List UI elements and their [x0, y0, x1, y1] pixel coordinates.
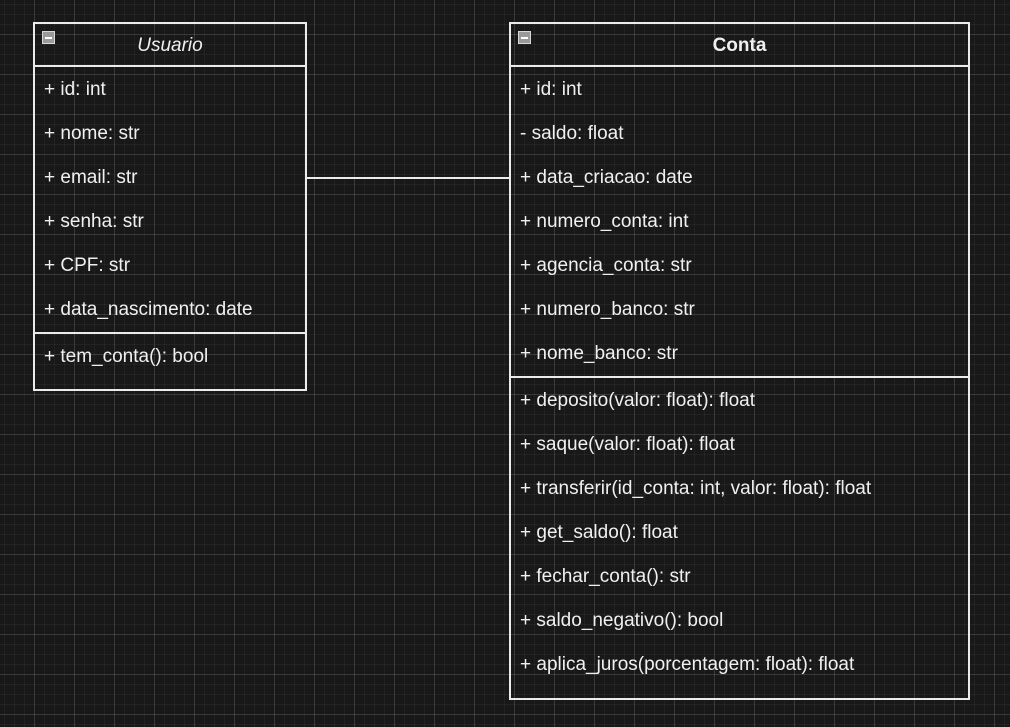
collapse-icon[interactable] [518, 31, 531, 44]
class-conta[interactable]: Conta + id: int - saldo: float + data_cr… [509, 22, 970, 700]
class-usuario[interactable]: Usuario + id: int + nome: str + email: s… [33, 22, 307, 391]
class-usuario-header[interactable]: Usuario [35, 24, 305, 67]
attribute[interactable]: + nome_banco: str [520, 343, 678, 364]
class-usuario-methods: + tem_conta(): bool [35, 334, 305, 379]
attribute[interactable]: + data_criacao: date [520, 167, 693, 188]
attribute[interactable]: + CPF: str [44, 255, 131, 276]
method[interactable]: + get_saldo(): float [520, 522, 678, 543]
method[interactable]: + tem_conta(): bool [44, 346, 209, 367]
attribute[interactable]: + numero_banco: str [520, 299, 695, 320]
attribute[interactable]: + nome: str [44, 123, 140, 144]
attribute[interactable]: + agencia_conta: str [520, 255, 692, 276]
method[interactable]: + aplica_juros(porcentagem: float): floa… [520, 654, 855, 675]
method[interactable]: + fechar_conta(): str [520, 566, 691, 587]
class-conta-header[interactable]: Conta [511, 24, 968, 67]
method[interactable]: + deposito(valor: float): float [520, 390, 755, 411]
collapse-icon[interactable] [42, 31, 55, 44]
method[interactable]: + saldo_negativo(): bool [520, 610, 724, 631]
attribute[interactable]: + numero_conta: int [520, 211, 689, 232]
method[interactable]: + saque(valor: float): float [520, 434, 735, 455]
method[interactable]: + transferir(id_conta: int, valor: float… [520, 478, 872, 499]
class-usuario-name: Usuario [137, 35, 203, 56]
class-conta-name: Conta [712, 35, 767, 56]
attribute[interactable]: + data_nascimento: date [44, 299, 253, 320]
attribute[interactable]: - saldo: float [520, 123, 624, 144]
attribute[interactable]: + id: int [520, 79, 582, 100]
attribute[interactable]: + id: int [44, 79, 106, 100]
attribute[interactable]: + senha: str [44, 211, 144, 232]
class-conta-attributes: + id: int - saldo: float + data_criacao:… [511, 67, 968, 378]
class-conta-methods: + deposito(valor: float): float + saque(… [511, 378, 968, 687]
class-usuario-attributes: + id: int + nome: str + email: str + sen… [35, 67, 305, 334]
attribute[interactable]: + email: str [44, 167, 138, 188]
